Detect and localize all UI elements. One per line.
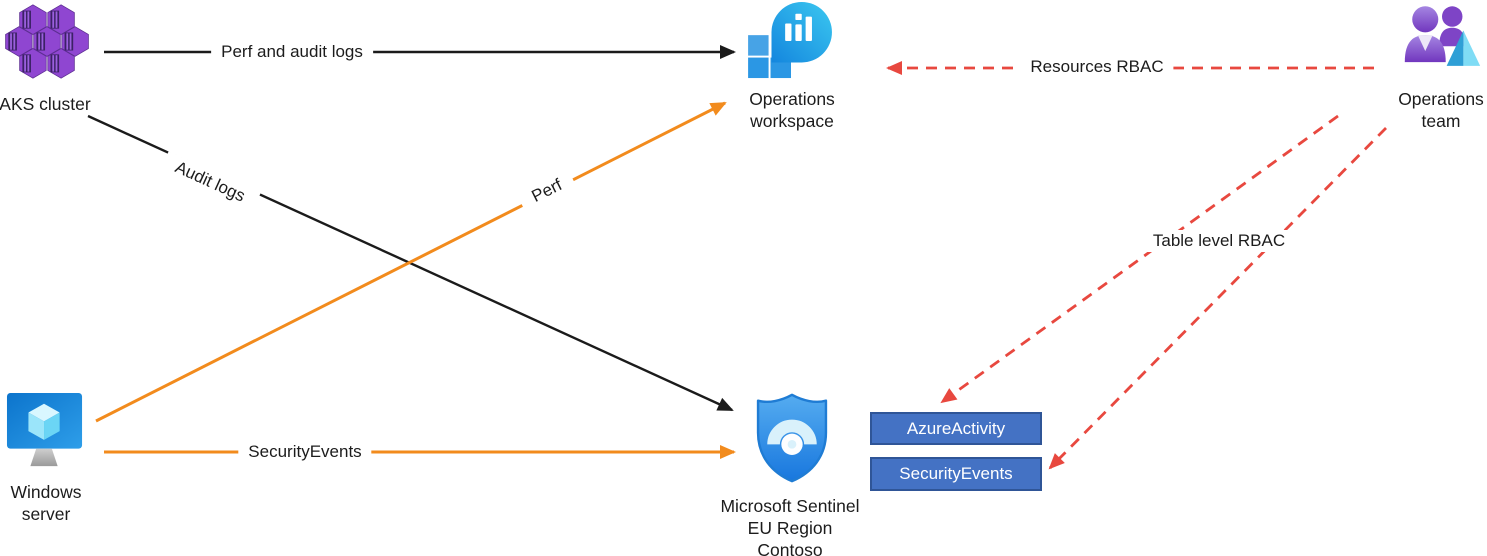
log-analytics-workspace-icon: [748, 2, 834, 80]
windows-server-icon: [6, 392, 84, 476]
microsoft-sentinel-label: Microsoft Sentinel EU Region Contoso: [720, 496, 860, 556]
windows-server-label: Windows server: [10, 482, 82, 524]
edge-table-rbac-azureactivity: [940, 114, 1339, 404]
aks-cluster-icon: [4, 4, 90, 79]
operations-workspace-label: Operations workspace: [749, 89, 835, 131]
perf-and-audit-logs-edge-label: Perf and audit logs: [211, 41, 373, 63]
operations-team-icon: [1402, 2, 1482, 72]
operations-team-label: Operations team: [1398, 89, 1484, 131]
resources-rbac-edge-label: Resources RBAC: [1020, 56, 1174, 78]
aks-cluster-label: AKS cluster: [0, 94, 91, 114]
edge-perf: [95, 101, 727, 423]
sentinel-shield-icon: [746, 390, 838, 487]
table-level-rbac-edge-label: Table level RBAC: [1142, 230, 1296, 252]
table-box-azure-activity: AzureActivity: [870, 412, 1042, 445]
table-box-security-events-label: SecurityEvents: [899, 464, 1013, 483]
table-box-security-events: SecurityEvents: [870, 457, 1042, 491]
security-events-edge-label: SecurityEvents: [238, 441, 372, 463]
edge-table-rbac-securityevents: [1048, 127, 1387, 470]
table-box-azure-activity-label: AzureActivity: [906, 418, 1006, 438]
